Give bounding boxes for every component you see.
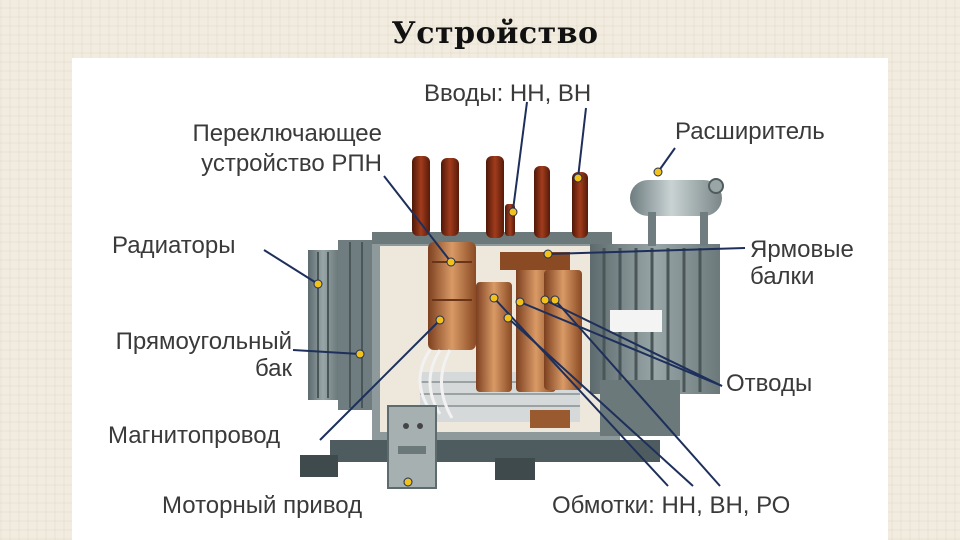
label-tank-line2: бак — [254, 355, 292, 382]
callout-dots — [313, 167, 663, 487]
label-windings: Обмотки: НН, ВН, РО — [552, 492, 791, 519]
leader-lines — [263, 101, 746, 487]
label-conservator: Расширитель — [675, 118, 825, 145]
motor-drive-box — [387, 405, 437, 489]
slide-title: Устройство — [391, 16, 599, 51]
label-tap-changer-line2: устройство РПН — [201, 150, 382, 177]
label-radiators: Радиаторы — [112, 232, 236, 259]
bushings — [412, 156, 588, 238]
label-bushings: Вводы: НН, ВН — [424, 80, 592, 107]
tank-base — [300, 440, 660, 480]
left-radiator — [308, 240, 372, 410]
label-tap-changer-line1: Переключающее — [192, 120, 382, 147]
label-yoke-beams-line1: Ярмовые — [750, 236, 854, 263]
label-tank-line1: Прямоугольный — [115, 328, 292, 355]
label-motor-drive: Моторный привод — [162, 492, 363, 519]
label-leads: Отводы — [726, 370, 813, 397]
label-yoke-beams-line2: балки — [750, 263, 815, 290]
conservator — [630, 178, 724, 246]
right-radiators — [590, 244, 720, 436]
label-magnetic-core: Магнитопровод — [108, 422, 281, 449]
